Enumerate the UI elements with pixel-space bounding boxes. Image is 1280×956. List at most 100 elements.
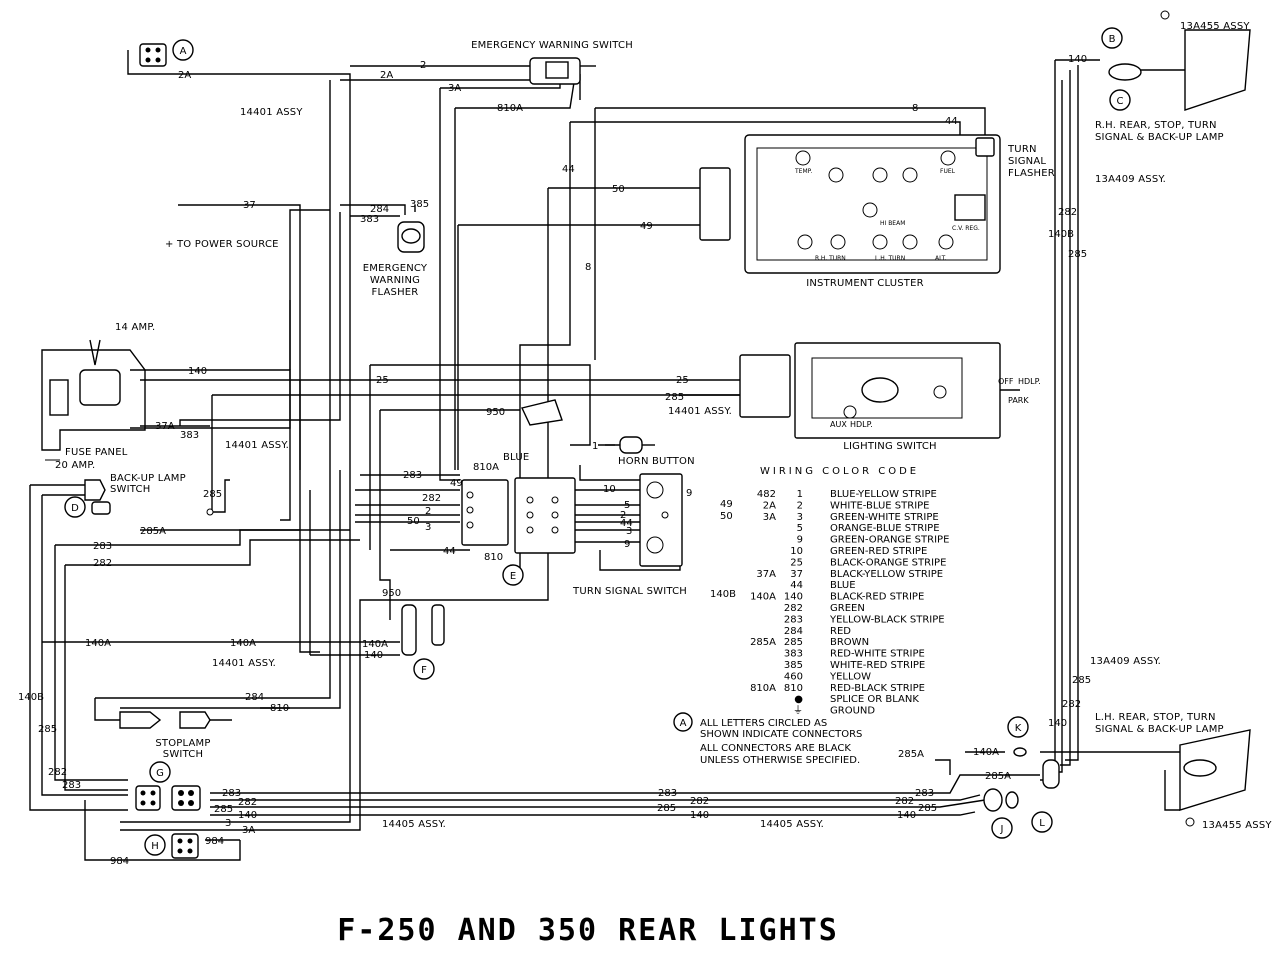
wire-label: 285 [665, 392, 684, 403]
color-code-color: WHITE-BLUE STRIPE [830, 500, 930, 511]
wire-label: 50 [407, 516, 420, 527]
notes: ALL LETTERS CIRCLED AS SHOWN INDICATE CO… [700, 718, 862, 766]
color-code-heading: WIRING COLOR CODE [760, 466, 919, 477]
lighting-park-label: PARK [1008, 396, 1029, 405]
component-captions: EMERGENCY WARNING SWITCH EMERGENCY WARNI… [55, 40, 1224, 760]
wire-label: 10 [603, 484, 616, 495]
assy-label: 14405 ASSY. [382, 819, 446, 830]
color-code-number: ⏚ [793, 705, 803, 717]
color-code-color: BLACK-ORANGE STRIPE [830, 557, 946, 568]
wire-label: 285 [657, 803, 676, 814]
turn-signal-flasher-label-2: SIGNAL [1008, 156, 1046, 167]
horn-contact-plate [521, 399, 563, 426]
wire-label: 283 [403, 470, 422, 481]
wire-label: 285 [918, 803, 937, 814]
wire-label: 810A [497, 103, 523, 114]
color-code-color: ORANGE-BLUE STRIPE [830, 523, 940, 534]
wire-label: 3 [626, 526, 632, 537]
stoplamp-switch [119, 711, 232, 729]
wire-label: 44 [443, 546, 456, 557]
color-code-color: SPLICE OR BLANK [830, 694, 919, 705]
svg-text:L: L [1039, 818, 1045, 829]
assy-label: 14405 ASSY. [760, 819, 824, 830]
lh-rear-lamp-label-2: SIGNAL & BACK-UP LAMP [1095, 724, 1224, 735]
color-code-number: 140 [784, 592, 803, 603]
page-title: F-250 AND 350 REAR LIGHTS [337, 913, 839, 948]
connector-a[interactable]: A [172, 39, 194, 61]
wire-label: 140 [897, 810, 916, 821]
wire-label: 282 [895, 796, 914, 807]
cluster-cv-reg-label: C.V. REG. [952, 225, 980, 232]
wire-label: 140 [1048, 718, 1067, 729]
wire-label: 2A [178, 70, 191, 81]
wire-label: 44 [945, 116, 958, 127]
color-code-color: RED-WHITE STRIPE [830, 649, 925, 660]
wire-label: 140B [18, 692, 44, 703]
color-code-number: 284 [784, 626, 803, 637]
wire-label: 37A [155, 421, 175, 432]
color-code-color: GREEN-WHITE STRIPE [830, 512, 939, 523]
turn-signal-flasher-label-3: FLASHER [1008, 168, 1055, 179]
note-line: ALL LETTERS CIRCLED AS [700, 718, 827, 729]
wire-label: 140 [690, 810, 709, 821]
wire-label: 285A [140, 526, 166, 537]
wire-label: 2 [425, 506, 431, 517]
horn-button [598, 436, 655, 454]
rh-rear-lamp-label-1: R.H. REAR, STOP, TURN [1095, 120, 1217, 131]
color-code-side-number: 50 [720, 511, 733, 522]
wire-label: 140 [364, 650, 383, 661]
svg-text:B: B [1109, 34, 1116, 45]
wire-label: 285 [38, 724, 57, 735]
wire-label: 5 [624, 500, 630, 511]
color-code-number: 282 [784, 603, 803, 614]
svg-text:C: C [1117, 96, 1124, 107]
connector-b[interactable]: B [1101, 27, 1123, 49]
color-code-number: 44 [790, 580, 803, 591]
wire-label: 3A [448, 83, 461, 94]
connector-d[interactable]: D [64, 496, 86, 518]
turn-signal-flasher-label-1: TURN [1007, 144, 1037, 155]
wire-label: 285A [985, 771, 1011, 782]
assy-label: 13A409 ASSY. [1095, 174, 1166, 185]
wire-label: 140B [1048, 229, 1074, 240]
wire-label: 49 [450, 478, 463, 489]
connector-j[interactable]: J [991, 817, 1013, 839]
connector-g[interactable]: G [149, 761, 171, 783]
connector-k[interactable]: K [1007, 716, 1029, 738]
wire-label: 140A [85, 638, 111, 649]
color-code-number: 37 [790, 569, 803, 580]
wire-label: 284 [370, 204, 389, 215]
wire-label: 2A [380, 70, 393, 81]
wire-label: 283 [915, 788, 934, 799]
wire-label: 140 [1068, 54, 1087, 65]
rh-rear-lamp [1108, 10, 1251, 111]
color-code-alt: 482 [757, 489, 776, 500]
connector-f[interactable]: F [413, 658, 435, 680]
color-code-number: 285 [784, 637, 803, 648]
color-code-number: 5 [797, 523, 803, 534]
connector-c[interactable]: C [1109, 89, 1131, 111]
color-code-number: 2 [797, 500, 803, 511]
connector-letters: A B C D E F G H J K L A [64, 27, 1131, 856]
fuse-panel [41, 339, 146, 461]
wire-label: 283 [658, 788, 677, 799]
color-code-number: 385 [784, 660, 803, 671]
cluster-lh-turn-label: L.H. TURN [875, 255, 905, 262]
assy-label: 14401 ASSY [240, 107, 303, 118]
color-code-number: 810 [784, 683, 803, 694]
lighting-aux-label: AUX [830, 420, 847, 429]
blue-label: BLUE [503, 452, 529, 463]
color-code-color: GREEN-ORANGE STRIPE [830, 535, 949, 546]
wire-label: 1 [592, 441, 598, 452]
power-source-label: + TO POWER SOURCE [165, 239, 279, 250]
backup-lamp-switch [84, 479, 214, 516]
wire-label: 282 [1062, 699, 1081, 710]
wire-label: 283 [62, 780, 81, 791]
connector-h[interactable]: H [144, 834, 166, 856]
connector-l[interactable]: L [1031, 811, 1053, 833]
connector-f-plug [401, 604, 445, 656]
connector-e[interactable]: E [502, 564, 524, 586]
